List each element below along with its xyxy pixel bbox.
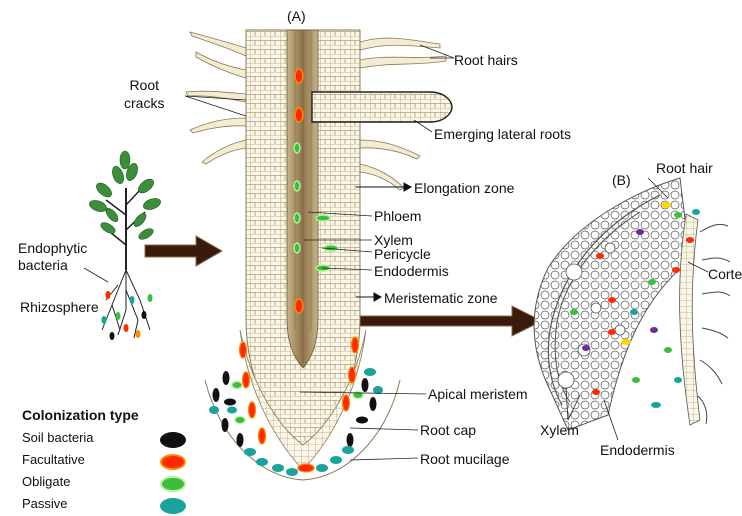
label-b-cortex: Cortex (708, 266, 742, 282)
legend-swatch (160, 476, 186, 492)
legend-swatch (160, 432, 186, 448)
label-phloem: Phloem (374, 208, 421, 224)
legend-item-label: Obligate (22, 474, 70, 489)
legend-swatch (160, 498, 186, 514)
legend-title: Colonization type (22, 407, 139, 423)
label-meristematic-zone: Meristematic zone (384, 290, 498, 306)
panel-b-label: (B) (612, 172, 631, 188)
legend-swatch (160, 454, 186, 470)
legend-item-label: Facultative (22, 452, 85, 467)
label-emerging-lateral-roots: Emerging lateral roots (434, 126, 571, 142)
panel-a-label: (A) (287, 8, 306, 24)
label-apical-meristem: Apical meristem (428, 386, 528, 402)
label-pericycle: Pericycle (374, 246, 431, 262)
legend-item-label: Passive (22, 496, 68, 511)
label-endodermis: Endodermis (374, 263, 449, 279)
cross-section (534, 178, 730, 440)
label-b-root-hair: Root hair (656, 160, 713, 176)
label-root-cap: Root cap (420, 422, 476, 438)
label-root-cracks: Root cracks (124, 76, 164, 112)
label-b-xylem: Xylem (540, 422, 579, 438)
emerging-lateral-root (312, 92, 452, 122)
label-b-endodermis: Endodermis (600, 442, 675, 458)
label-elongation-zone: Elongation zone (414, 180, 514, 196)
label-rhizosphere: Rhizosphere (20, 299, 99, 315)
label-root-hairs: Root hairs (454, 52, 518, 68)
label-endophytic-bacteria: Endophytic bacteria (18, 240, 87, 274)
label-root-mucilage: Root mucilage (420, 451, 510, 467)
legend-item-label: Soil bacteria (22, 430, 94, 445)
